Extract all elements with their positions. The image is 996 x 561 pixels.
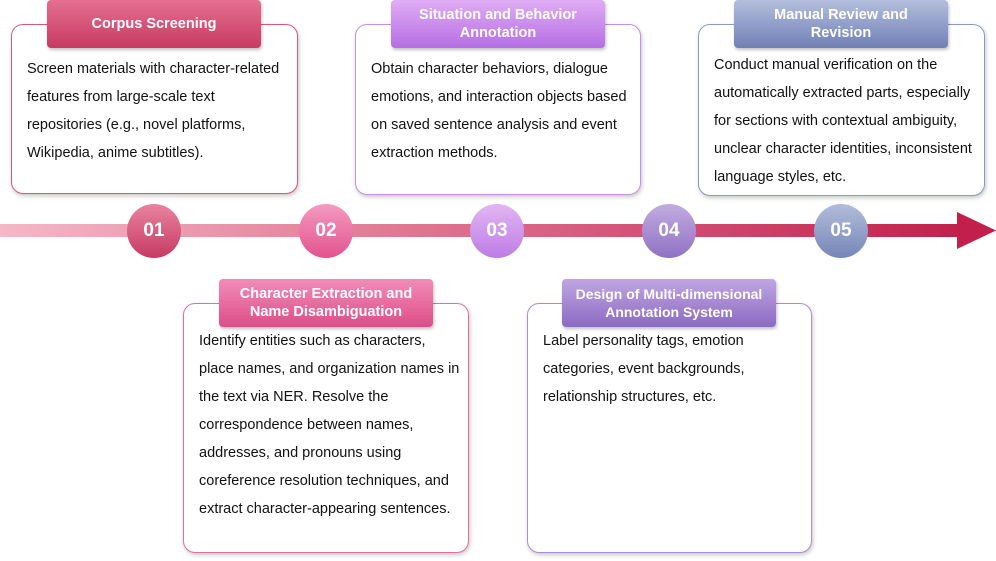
step-04-description: Label personality tags, emotion categori… (543, 333, 745, 405)
step-05-circle (814, 204, 868, 258)
step-01-card: Screen materials with character-related … (11, 24, 298, 194)
step-03-description: Obtain character behaviors, dialogue emo… (371, 61, 627, 161)
step-01-title-text: Corpus Screening (91, 16, 217, 32)
step-01-title: Corpus Screening (47, 0, 261, 48)
step-01-number: 01 (143, 220, 165, 241)
step-04-circle (642, 204, 696, 258)
step-03-title-line2: Annotation (459, 25, 537, 41)
step-05-title-line2: Revision (810, 25, 872, 41)
step-05-title-line1: Manual Review and (774, 7, 908, 23)
timeline-arrowhead (957, 212, 996, 249)
step-02-card: Identify entities such as characters, pl… (183, 303, 469, 553)
step-04-card: Label personality tags, emotion categori… (527, 303, 812, 553)
step-02-title: Character Extraction and Name Disambigua… (219, 279, 433, 327)
step-03-title: Situation and Behavior Annotation (391, 0, 605, 48)
step-02-circle (299, 204, 353, 258)
step-05-description: Conduct manual verification on the autom… (714, 57, 972, 185)
step-05-title: Manual Review and Revision (734, 0, 948, 48)
step-05-number: 05 (830, 220, 852, 241)
step-04-title: Design of Multi-dimensional Annotation S… (562, 279, 776, 327)
step-02-description: Identify entities such as characters, pl… (199, 333, 460, 517)
step-03-number: 03 (486, 220, 508, 241)
step-02-number: 02 (315, 220, 337, 241)
step-02-title-line2: Name Disambiguation (249, 304, 403, 320)
step-04-title-line1: Design of Multi-dimensional (575, 286, 763, 302)
step-03-title-line1: Situation and Behavior (419, 7, 577, 23)
step-03-card: Obtain character behaviors, dialogue emo… (355, 24, 641, 195)
step-02-title-line1: Character Extraction and (239, 286, 413, 302)
step-04-title-line2: Annotation System (605, 304, 733, 320)
step-05-card: Conduct manual verification on the autom… (698, 24, 985, 196)
step-01-circle (127, 204, 181, 258)
step-03-circle (470, 204, 524, 258)
step-01-description: Screen materials with character-related … (27, 61, 280, 161)
step-04-number: 04 (658, 220, 680, 241)
